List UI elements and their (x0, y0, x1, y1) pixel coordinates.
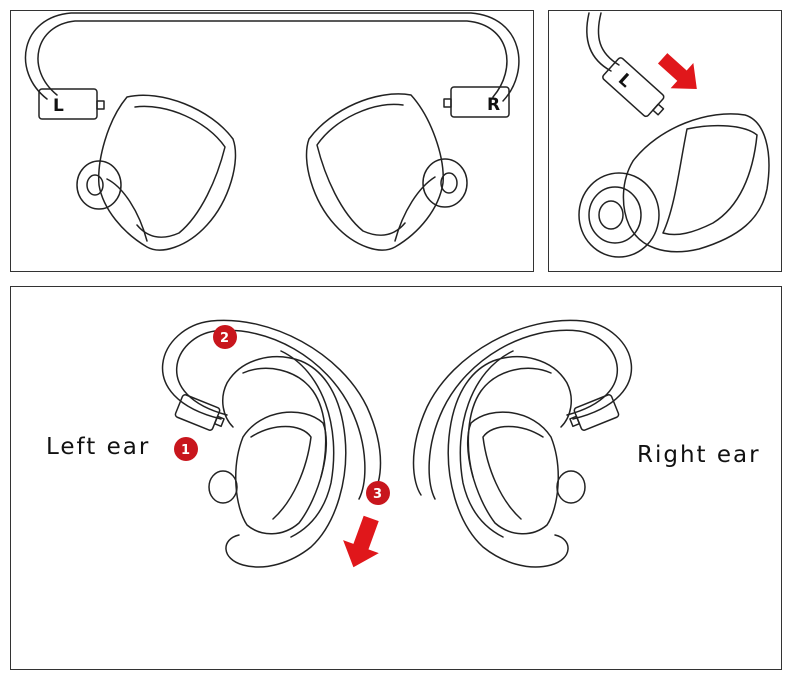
right-cable-inner (428, 329, 618, 500)
right-eartip-outer (422, 158, 468, 208)
eartip-bore (598, 200, 624, 230)
right-ear-group (412, 319, 633, 568)
left-ear-tip (208, 470, 238, 504)
right-cable-outer (412, 319, 633, 496)
left-cable-down (280, 350, 335, 538)
right-cable-down (459, 350, 514, 538)
shell-faceplate (662, 124, 758, 236)
right-ear-label: Right ear (637, 442, 761, 468)
l-plug-rotated: L (602, 57, 665, 118)
left-eartip-outer (76, 160, 122, 210)
svg-text:1: 1 (181, 443, 190, 458)
right-ear-helix-inner (467, 367, 552, 478)
cable-loop-inner (37, 20, 508, 98)
eartip-outer (578, 172, 660, 258)
plug-insertion-illustration: L (578, 12, 770, 258)
right-shell-faceplate (316, 103, 406, 236)
right-eartip-inner (440, 172, 458, 194)
right-ear-tip (556, 470, 586, 504)
panel-wearing-instructions: 1 2 3 Left ear Right ear (10, 286, 782, 670)
left-cable-outer (161, 319, 382, 496)
left-cable-inner (176, 329, 366, 500)
left-plug-body (38, 88, 98, 120)
left-ear-shell (235, 411, 327, 535)
svg-text:2: 2 (220, 331, 229, 346)
left-shell-edge (106, 178, 148, 242)
left-ear-helix-inner (242, 367, 327, 478)
right-shell-edge (394, 176, 436, 242)
panel-plug-insertion: L (548, 10, 782, 272)
right-ear-shell (467, 411, 559, 535)
insert-arrow-icon (657, 53, 697, 90)
panel-earphones-pair: L R (10, 10, 534, 272)
left-eartip-inner (86, 174, 104, 196)
left-shell-faceplate (134, 105, 226, 238)
step-badge-3: 3 (366, 481, 390, 505)
eartip-mid (588, 186, 642, 244)
step-badge-2: 2 (213, 325, 237, 349)
cable-loop-outer (24, 12, 520, 102)
left-ear-outline (221, 356, 347, 568)
right-ear-shell-face (482, 425, 544, 520)
left-plug-pin (96, 100, 105, 110)
earphones-pair-illustration: L R (24, 12, 520, 251)
pull-down-arrow-icon (343, 515, 379, 568)
l-plug-letter: L (614, 70, 636, 92)
right-plug-body (450, 86, 510, 118)
right-ear-plug (569, 394, 620, 431)
left-ear-shell-face (250, 425, 312, 520)
step-badge-1: 1 (174, 437, 198, 461)
left-shell-outline (98, 94, 237, 251)
right-plug-pin (443, 98, 452, 108)
wearing-illustration: 1 2 3 (161, 319, 633, 568)
right-shell-outline (305, 93, 444, 251)
left-plug-letter: L (53, 96, 64, 116)
cable-top-inner (597, 12, 620, 66)
cable-top-outer (586, 12, 612, 72)
left-ear-label: Left ear (46, 434, 151, 460)
shell-outline (622, 113, 770, 253)
svg-text:3: 3 (373, 487, 382, 502)
l-plug-pin (652, 103, 665, 116)
left-ear-plug (174, 394, 225, 431)
right-plug-letter: R (487, 95, 500, 115)
right-ear-outline (447, 356, 573, 568)
